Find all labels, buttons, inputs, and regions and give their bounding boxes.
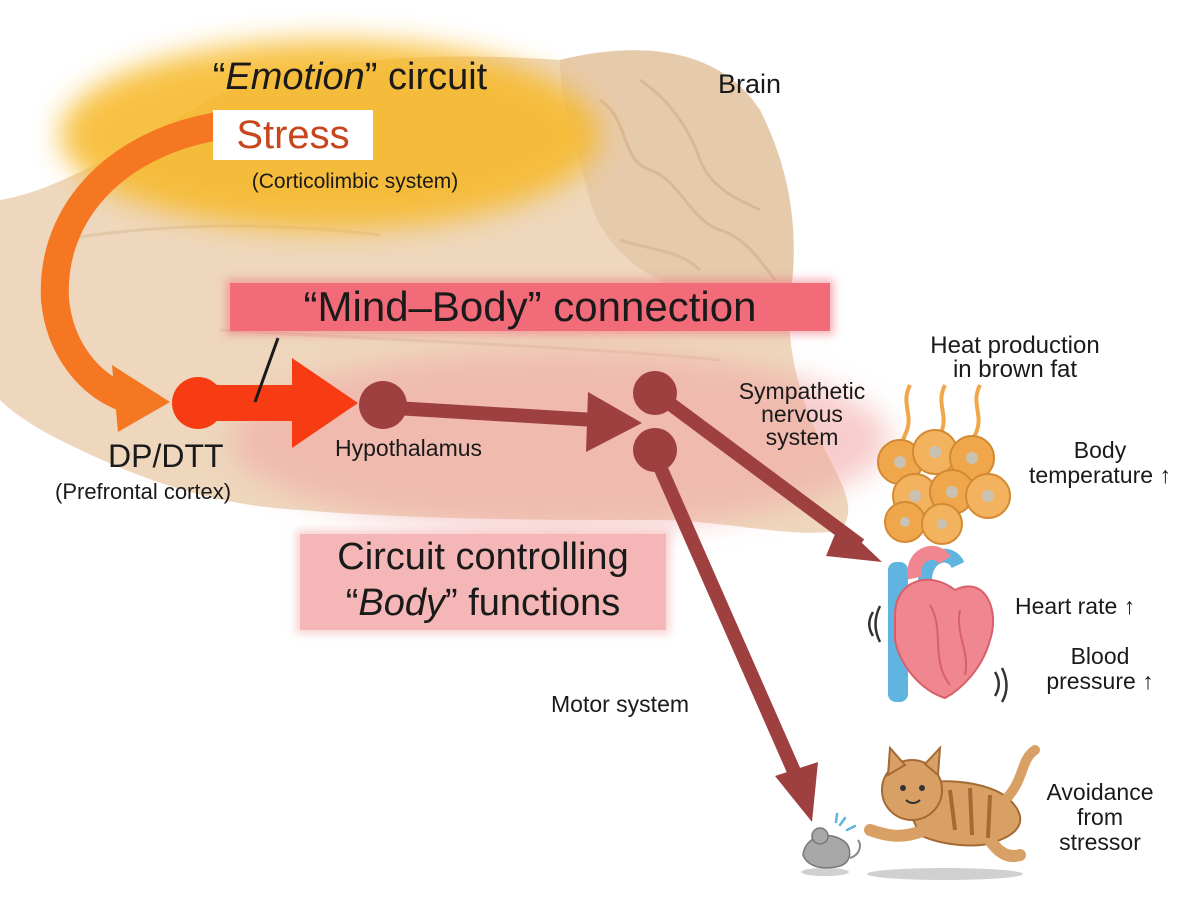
hypothalamus-label: Hypothalamus	[335, 435, 483, 461]
mind-body-connection-label: “Mind–Body” connection	[230, 283, 830, 331]
prefrontal-cortex-label: (Prefrontal cortex)	[55, 479, 232, 504]
heart-rate-label: Heart rate ↑	[1015, 593, 1136, 619]
brown-fat-cells-icon	[877, 384, 1011, 545]
motor-arrow-head	[775, 762, 818, 822]
stress-to-prefrontal-arrow	[40, 111, 239, 412]
prefrontal-to-hypothalamus-arrow	[205, 358, 358, 448]
hypothalamus-node	[359, 381, 407, 429]
mind-body-leader	[253, 337, 280, 403]
stress-label: Stress	[213, 110, 373, 160]
cat-icon	[864, 745, 1040, 880]
brain-label: Brain	[718, 69, 782, 99]
corticolimbic-label: (Corticolimbic system)	[251, 170, 459, 193]
mouse-icon	[801, 812, 861, 876]
heart-icon	[868, 545, 1008, 703]
sympathetic-arrow	[660, 394, 865, 551]
dp-dtt-node	[172, 377, 224, 429]
stress-arrow-head	[112, 365, 170, 432]
hypothalamus-arrow-head	[586, 392, 642, 452]
motor-system-label: Motor system	[551, 691, 690, 717]
motor-arrow	[650, 457, 807, 788]
hypothalamus-to-hub-arrow	[394, 401, 596, 427]
sympathetic-arrow-head	[826, 522, 882, 562]
dp-dtt-label: DP/DTT	[108, 438, 224, 474]
body-functions-circuit-label: Circuit controlling “Body” functions	[300, 534, 666, 630]
emotion-circuit-title: “Emotion” circuit	[212, 56, 488, 98]
motor-node	[633, 428, 677, 472]
